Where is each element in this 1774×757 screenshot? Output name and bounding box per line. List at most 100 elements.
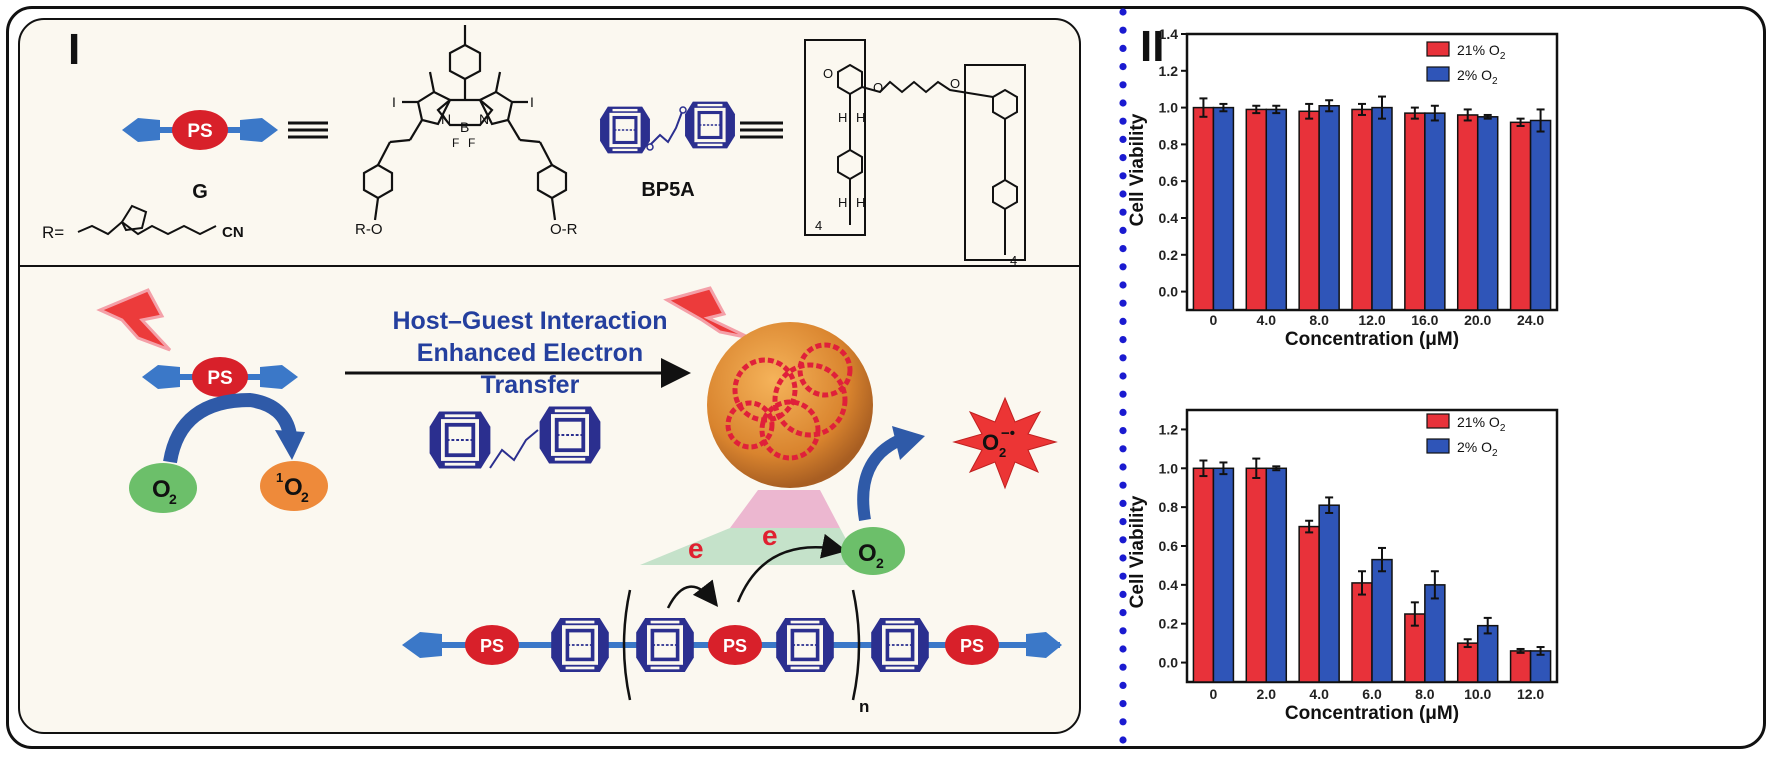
- bar: [1298, 525, 1320, 683]
- nanoparticle: [707, 322, 873, 488]
- x-tick-label: 0: [1210, 686, 1218, 702]
- error-bar: [1516, 117, 1525, 127]
- curved-arrowhead-icon-2: [892, 426, 925, 460]
- separator-dot: [1119, 590, 1127, 599]
- r-group-cn: CN: [222, 224, 244, 241]
- atom-iodine-right: I: [530, 94, 534, 110]
- error-bar: [1305, 519, 1314, 534]
- equivalence-symbol: [288, 121, 783, 139]
- superoxide-burst-icon: [952, 396, 1058, 490]
- separator-dot: [1119, 609, 1127, 617]
- bar: [1529, 119, 1552, 311]
- host-cartoon: [598, 100, 737, 155]
- light-cone-green: [640, 528, 860, 565]
- host-label: BP5A: [641, 179, 694, 201]
- separator-dot: [1119, 208, 1127, 216]
- error-bar: [1483, 616, 1492, 635]
- bar: [1371, 558, 1393, 683]
- error-bar: [1252, 104, 1261, 115]
- error-bar: [1272, 104, 1281, 115]
- chain-ps-2: PS: [723, 636, 747, 656]
- separator-dot: [1119, 117, 1127, 125]
- y-tick-label: 0.4: [1159, 210, 1179, 226]
- error-bar: [1463, 108, 1472, 122]
- superoxide-sup: −•: [1001, 425, 1015, 442]
- x-axis-label: Concentration (μM): [1285, 703, 1459, 724]
- dotted-separator: [1119, 8, 1127, 744]
- bar: [1265, 108, 1288, 311]
- atom-h1: H: [838, 110, 847, 125]
- y-tick-label: 0.2: [1159, 247, 1179, 263]
- separator-dot: [1119, 63, 1127, 71]
- error-bar: [1463, 638, 1472, 649]
- separator-dot: [1119, 700, 1127, 708]
- supramolecular-chain: [402, 589, 1062, 701]
- separator-dot: [1119, 627, 1127, 635]
- separator-dot: [1119, 663, 1127, 671]
- atom-boron: B: [460, 119, 469, 135]
- y-tick-label: 0.6: [1159, 173, 1179, 189]
- legend-label: 21% O2: [1457, 414, 1506, 434]
- bar: [1192, 106, 1215, 311]
- y-tick-label: 0.2: [1159, 616, 1179, 632]
- o2-sub: 2: [169, 491, 177, 507]
- error-bar: [1358, 102, 1366, 116]
- separator-dot: [1119, 172, 1127, 180]
- separator-dot: [1119, 536, 1127, 544]
- bar: [1245, 467, 1268, 683]
- separator-dot: [1119, 317, 1127, 325]
- atom-n-right: N: [479, 111, 489, 127]
- chain-ps-1: PS: [480, 636, 504, 656]
- separator-dot: [1119, 154, 1127, 162]
- separator-dot: [1119, 190, 1127, 198]
- light-bolt-icon-2: [663, 286, 751, 340]
- electron-label-1: e: [688, 533, 704, 564]
- host-cartoon-lower: [427, 404, 603, 471]
- error-bar: [1325, 496, 1334, 514]
- o2-ellipse: [129, 463, 197, 513]
- x-tick-label: 16.0: [1411, 312, 1438, 328]
- separator-dot: [1119, 427, 1127, 435]
- separator-dot: [1119, 99, 1127, 107]
- separator-dot: [1119, 554, 1127, 562]
- atom-iodine-left: I: [392, 94, 396, 110]
- separator-dot: [1119, 445, 1127, 453]
- error-bar: [1378, 95, 1386, 120]
- bar: [1212, 106, 1235, 311]
- legend-swatch: [1426, 41, 1450, 57]
- error-bar: [1252, 457, 1261, 479]
- y-tick-label: 1.0: [1159, 460, 1179, 476]
- bar: [1318, 504, 1340, 683]
- x-tick-label: 10.0: [1464, 686, 1491, 702]
- separator-dot: [1119, 718, 1127, 726]
- error-bar: [1325, 99, 1334, 113]
- curved-arrow-icon-2: [857, 434, 903, 521]
- atom-h4: H: [856, 195, 865, 210]
- free-guest: [142, 357, 298, 397]
- separator-dot: [1119, 263, 1127, 271]
- bp5a-atoms: H H H H 4 4 O O O: [815, 66, 1017, 268]
- y-axis-label: Cell Viability: [1127, 113, 1148, 226]
- y-tick-label: 0.6: [1159, 538, 1179, 554]
- singlet-o-text: O: [284, 474, 303, 501]
- x-tick-label: 4.0: [1257, 312, 1277, 328]
- separator-dot: [1119, 499, 1127, 507]
- superoxide-sub: 2: [999, 445, 1006, 460]
- bar: [1456, 114, 1479, 311]
- bar: [1456, 642, 1479, 683]
- atom-f1: F: [452, 136, 459, 150]
- o2-sub-2: 2: [876, 555, 884, 571]
- y-tick-label: 0.8: [1159, 499, 1179, 515]
- error-bar: [1272, 465, 1281, 472]
- error-bar: [1219, 102, 1228, 113]
- error-bar: [1483, 113, 1492, 120]
- panel-label-ii: II: [1140, 22, 1165, 71]
- bar: [1404, 112, 1426, 311]
- error-bar: [1358, 570, 1366, 596]
- separator-dot: [1119, 681, 1127, 690]
- y-tick-label: 1.4: [1159, 26, 1179, 42]
- panel-divider: [20, 265, 1079, 267]
- guest-cartoon: PS: [122, 110, 278, 150]
- superoxide-o: O: [982, 430, 999, 455]
